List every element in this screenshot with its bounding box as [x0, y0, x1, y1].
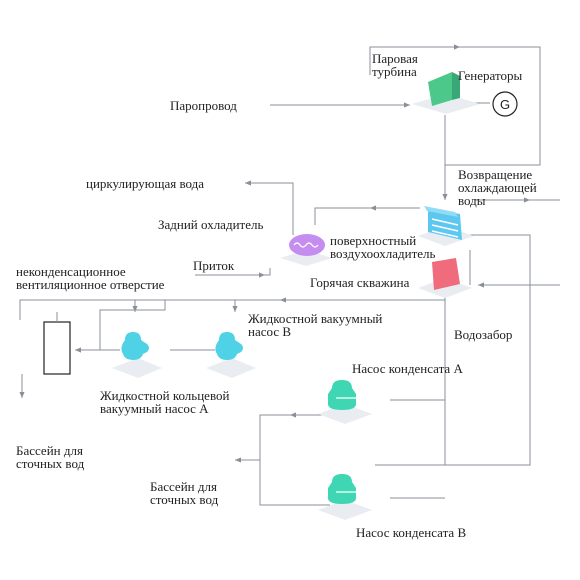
- condensate-loop: [259, 414, 330, 506]
- hot-well-label: Горячая скважина: [310, 275, 410, 290]
- surface-air-cooler-label: поверхностный воздухоохладитель: [330, 233, 436, 261]
- sewage-basin-center-label: Бассейн для сточных вод: [150, 479, 219, 507]
- svg-text:G: G: [500, 97, 510, 112]
- circulating-water-line: [245, 180, 294, 235]
- steam-pipe-label: Паропровод: [170, 98, 237, 113]
- condensate-pump-b-label: Насос конденсата В: [356, 525, 467, 540]
- generators-label: Генераторы: [458, 68, 523, 83]
- water-intake-line: [375, 234, 531, 466]
- hot-well-icon: [418, 258, 472, 298]
- rear-cooler-icon: [280, 234, 332, 266]
- vacuum-manifold: [99, 300, 166, 350]
- liquid-vacuum-pump-b-label: Жидкостной вакуумный насос В: [248, 311, 383, 339]
- generator-icon: G: [492, 91, 518, 117]
- turbine-top-loop: [369, 46, 541, 166]
- vent-box: [43, 321, 71, 375]
- condensate-pump-b-icon: [318, 474, 372, 520]
- steam-turbine-icon: [412, 72, 480, 114]
- cooler-loop: [314, 207, 420, 225]
- surface-air-cooler-icon: [418, 206, 474, 246]
- piping: [19, 44, 560, 506]
- return-cooling-water-label: Возвращение охлаждающей воды: [458, 167, 537, 208]
- vacuum-pump-b-icon: [206, 332, 256, 378]
- liquid-ring-vacuum-pump-a-label: Жидкостной кольцевой вакуумный насос А: [100, 388, 230, 416]
- steam-turbine-label: Паровая турбина: [372, 51, 418, 79]
- circulating-water-label: циркулирующая вода: [86, 176, 205, 191]
- rear-cooler-label: Задний охладитель: [158, 217, 264, 232]
- vacuum-pump-a-icon: [112, 332, 162, 378]
- water-intake-label: Водозабор: [454, 327, 513, 342]
- condensate-pump-a-icon: [318, 380, 372, 424]
- sewage-basin-left-label: Бассейн для сточных вод: [16, 443, 85, 471]
- noncondensing-vent-label: неконденсационное вентиляционное отверст…: [16, 264, 165, 292]
- condensate-pump-a-label: Насос конденсата А: [352, 361, 463, 376]
- inflow-label: Приток: [193, 258, 235, 273]
